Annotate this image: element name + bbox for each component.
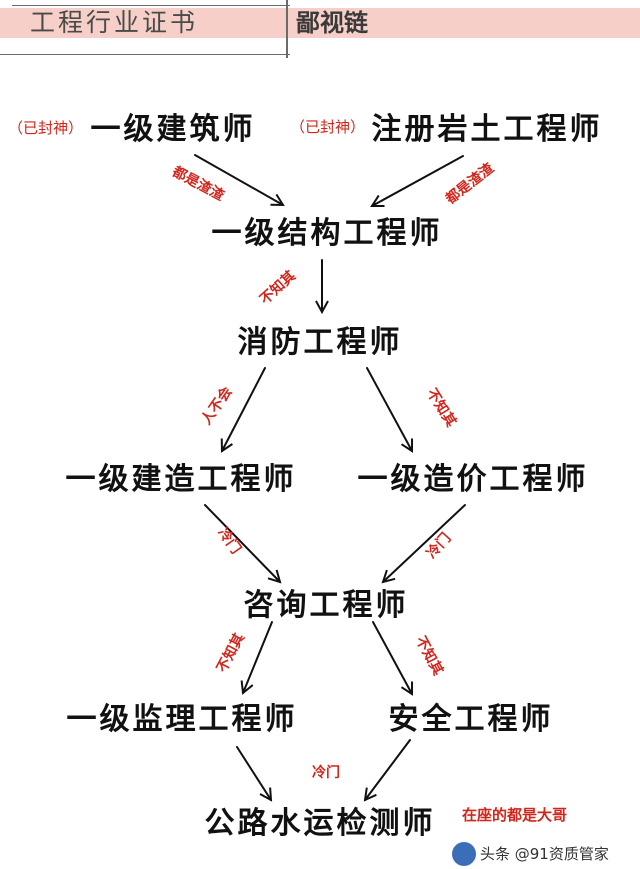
- header-title: 工程行业证书: [30, 8, 199, 37]
- header-band: [0, 8, 640, 38]
- arrow-fire-to-constructor: [222, 367, 266, 451]
- arrow-supervision-to-highway: [236, 746, 271, 800]
- node-geotechnical-engineer: 注册岩土工程师: [371, 112, 603, 147]
- arrow-constructor-to-consulting: [204, 504, 280, 582]
- node-cost-engineer: 一级造价工程师: [357, 462, 589, 497]
- label-sealed-left: （已封神）: [8, 119, 84, 137]
- node-highway-inspector: 公路水运检测师: [204, 806, 436, 841]
- node-supervision-engineer: 一级监理工程师: [66, 702, 298, 737]
- watermark-text: 头条 @91资质管家: [480, 845, 609, 863]
- arrow-consulting-to-supervision: [243, 621, 273, 693]
- footer-note: 在座的都是大哥: [462, 806, 568, 824]
- arrow-consulting-to-safety: [372, 621, 412, 694]
- header-divider: [286, 0, 288, 58]
- label-sealed-right: （已封神）: [290, 118, 366, 136]
- node-fire-engineer: 消防工程师: [237, 325, 403, 360]
- node-consulting-engineer: 咨询工程师: [243, 588, 409, 623]
- node-constructor: 一级建造工程师: [65, 462, 297, 497]
- header-rule-top: [12, 5, 290, 6]
- label-cold-3: 冷门: [312, 765, 340, 781]
- node-safety-engineer: 安全工程师: [388, 702, 554, 737]
- arrow-geotech-to-structural: [372, 155, 464, 206]
- arrow-safety-to-highway: [365, 739, 411, 800]
- arrow-architect-to-structural: [194, 154, 283, 205]
- watermark-logo-icon: [452, 842, 476, 866]
- header-subtitle: 鄙视链: [296, 9, 368, 37]
- arrow-fire-to-cost: [366, 367, 412, 451]
- node-structural-engineer: 一级结构工程师: [211, 216, 443, 251]
- header-banner: 工程行业证书 鄙视链: [0, 0, 640, 60]
- header-rule-bottom: [0, 54, 290, 55]
- node-first-class-architect: 一级建筑师: [90, 112, 256, 147]
- arrow-cost-to-consulting: [383, 504, 466, 582]
